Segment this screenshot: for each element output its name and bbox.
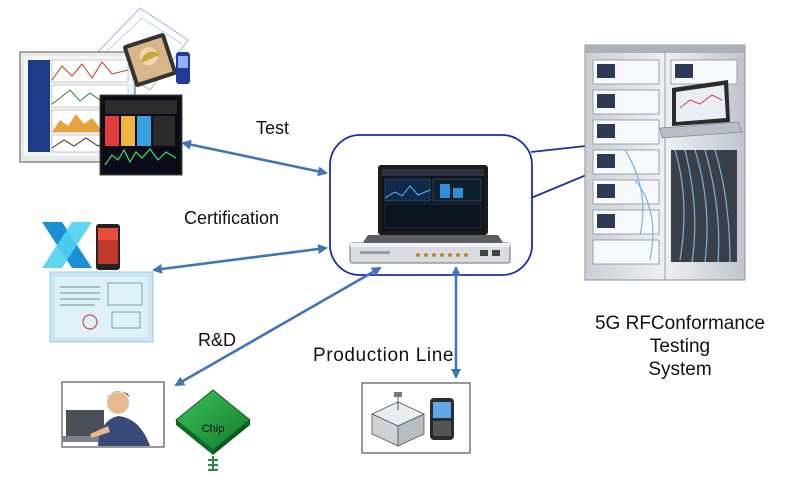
test-monitors-image: [19, 7, 190, 176]
system-title-line-1: 5G RFConformance: [594, 313, 765, 334]
test-label: Test: [256, 118, 290, 138]
conformance-cabinet-image: [584, 44, 746, 281]
certification-label: Certification: [184, 208, 280, 228]
production-line-image: [361, 382, 471, 454]
rd-arrow: [174, 266, 382, 387]
chip-label: Chip: [202, 423, 225, 435]
production-line-label: Production Line: [313, 345, 455, 366]
rd-engineer-image: [61, 381, 165, 448]
rd-label: R&D: [198, 330, 237, 350]
chip-icon: Chip: [175, 389, 251, 471]
rf-test-instrument-image: [349, 242, 511, 264]
connection-arrows: [152, 139, 461, 387]
system-title: 5G RFConformance Testing System: [575, 312, 785, 381]
system-title-line-2: Testing: [649, 336, 711, 357]
certification-arrow: [152, 244, 328, 274]
laptop-tester-image: [362, 165, 504, 244]
certification-image: [42, 222, 154, 343]
system-title-line-3: System: [648, 359, 712, 380]
test-arrow: [181, 139, 328, 177]
